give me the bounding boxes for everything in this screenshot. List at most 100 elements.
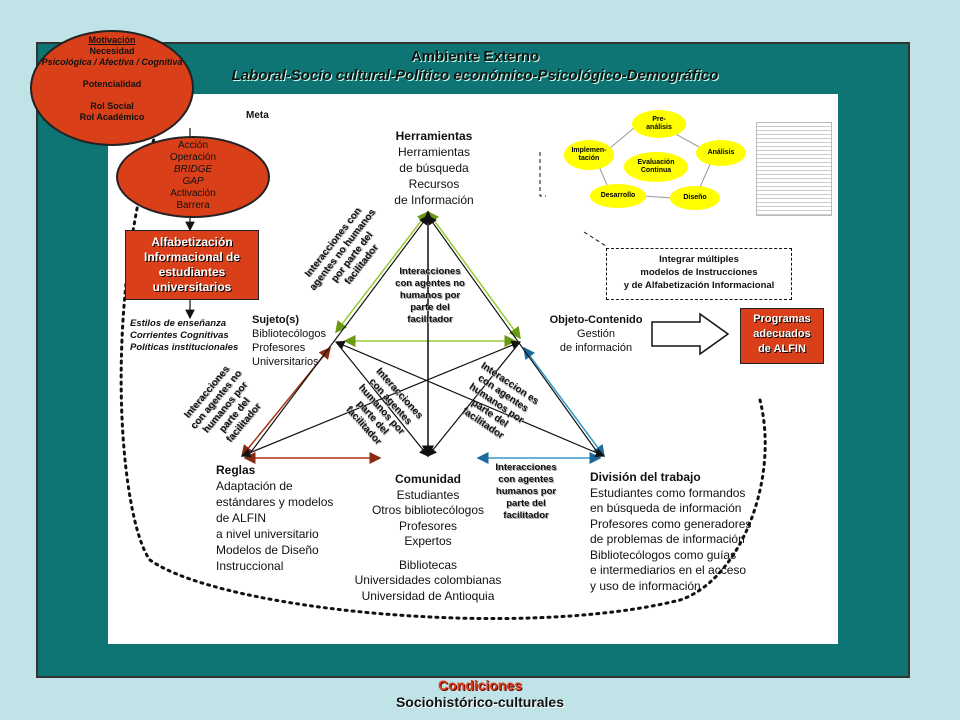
rules-line: a nivel universitario — [216, 527, 319, 541]
community-line — [340, 550, 516, 558]
tools-line: de Información — [394, 193, 474, 207]
motivation-line: Psicológica / Afectiva / Cognitiva — [41, 57, 183, 67]
rules-line: Instruccional — [216, 559, 284, 573]
interaction-line: Interacciones — [399, 266, 461, 277]
motivation-line — [32, 90, 192, 101]
object-line: de información — [559, 342, 633, 354]
alfin-line: Alfabetización — [151, 235, 233, 249]
alfin-line: universitarios — [152, 280, 232, 294]
cycle-node-label: Diseño — [683, 194, 707, 201]
object-title: Objeto-Contenido — [549, 314, 643, 326]
styles-block: Estilos de enseñanza Corrientes Cognitiv… — [130, 318, 238, 354]
motivation-line: Rol Social — [90, 101, 134, 111]
subject-line: Profesores — [252, 342, 306, 354]
models-table-thumbnail — [756, 122, 832, 216]
rules-block: Reglas Adaptación de estándares y modelo… — [216, 462, 333, 574]
cycle-node-label: Implemen- tación — [571, 147, 607, 162]
subject-title: Sujeto(s) — [252, 314, 300, 326]
interaction-line: con agentes — [498, 474, 554, 485]
division-line: Bibliotecólogos como guías — [590, 547, 737, 562]
integrate-models-box: Integrar múltiples modelos de Instruccio… — [606, 248, 792, 300]
cycle-node-evaluation: Evaluación Continua — [624, 152, 688, 182]
interaction-human-bottom: Interacciones con agentes humanos por pa… — [486, 462, 566, 522]
object-block: Objeto-Contenido Gestión de información — [540, 313, 652, 355]
footer-line1: Condiciones — [437, 677, 522, 693]
division-title: División del trabajo — [590, 470, 701, 484]
programs-line: adecuados — [753, 328, 811, 340]
header-title: Ambiente Externo — [410, 48, 540, 65]
subject-block: Sujeto(s) Bibliotecólogos Profesores Uni… — [252, 313, 326, 369]
community-line: Otros bibliotecólogos — [371, 503, 485, 517]
interaction-line: humanos por — [495, 486, 557, 497]
tools-block: Herramientas Herramientas de búsqueda Re… — [374, 128, 494, 208]
action-line: Barrera — [176, 200, 210, 211]
motivation-line: Potencialidad — [82, 79, 142, 89]
rules-title: Reglas — [216, 463, 256, 477]
footer-line2: Sociohistórico-culturales — [395, 694, 565, 710]
interaction-line: Interacciones — [495, 462, 557, 473]
cycle-node-label: Pre- análisis — [646, 116, 672, 131]
footer: Condiciones Sociohistórico-culturales — [330, 677, 630, 711]
header-subtitle: Laboral-Socio cultural-Político económic… — [231, 67, 719, 84]
cycle-node-label: Desarrollo — [600, 192, 636, 199]
action-line: GAP — [182, 176, 204, 187]
division-line: y uso de información — [590, 578, 701, 593]
cycle-node-label: Análisis — [707, 149, 735, 156]
subject-line: Universitarios — [252, 356, 319, 368]
instructional-design-cycle: Pre- análisis Análisis Diseño Desarrollo… — [560, 108, 750, 212]
division-block: División del trabajo Estudiantes como fo… — [590, 470, 751, 594]
programs-box: Programas adecuados de ALFIN — [740, 308, 824, 364]
community-line: Universidades colombianas — [354, 573, 502, 587]
subject-line: Bibliotecólogos — [252, 328, 326, 340]
division-line: Estudiantes como formandos — [590, 485, 746, 500]
integrate-line: modelos de Instrucciones — [640, 267, 758, 278]
interaction-line: con agentes no — [395, 278, 465, 289]
motivation-ellipse: Motivación Necesidad Psicológica / Afect… — [30, 30, 194, 146]
division-line: e intermediarios en el acceso — [590, 563, 747, 577]
programs-line: de ALFIN — [758, 343, 806, 355]
action-line: Activación — [170, 188, 216, 199]
cycle-node-implementation: Implemen- tación — [564, 140, 614, 170]
action-ellipse: Acción Operación BRIDGE GAP Activación B… — [116, 136, 270, 218]
cycle-node-development: Desarrollo — [590, 184, 646, 208]
rules-line: de ALFIN — [216, 511, 267, 525]
cycle-node-analysis: Análisis — [696, 140, 746, 166]
meta-label: Meta — [246, 110, 269, 121]
interaction-line: facilitador — [407, 314, 453, 325]
motivation-line — [32, 68, 192, 79]
integrate-line: y de Alfabetización Informacional — [623, 280, 775, 291]
rules-line: estándares y modelos — [216, 495, 334, 509]
interaction-line: parte del — [506, 498, 546, 509]
interaction-line: facilitador — [503, 510, 549, 521]
division-line: de problemas de información — [590, 532, 745, 546]
styles-line: Políticas institucionales — [130, 342, 239, 353]
interaction-line: parte del — [410, 302, 450, 313]
community-line: Bibliotecas — [398, 557, 458, 572]
rules-line: Adaptación de — [216, 479, 293, 493]
community-title: Comunidad — [395, 472, 461, 486]
interaction-nonhuman-center: Interacciones con agentes no humanos por… — [380, 266, 480, 326]
community-line: Profesores — [398, 518, 458, 533]
styles-line: Corrientes Cognitivas — [130, 330, 229, 341]
community-line: Universidad de Antioquia — [361, 588, 495, 603]
division-line: en búsqueda de información — [590, 501, 742, 515]
tools-line: Herramientas — [397, 145, 471, 159]
interaction-line: humanos por — [399, 290, 461, 301]
community-line: Expertos — [404, 534, 452, 548]
alfin-line: estudiantes — [158, 265, 226, 279]
action-line: Operación — [169, 152, 217, 163]
division-line: Profesores como generadores — [590, 516, 752, 531]
motivation-line: Necesidad — [89, 46, 135, 56]
alfin-line: Informacional de — [143, 250, 241, 264]
alfin-box: Alfabetización Informacional de estudian… — [125, 230, 259, 300]
cycle-node-preanalysis: Pre- análisis — [632, 110, 686, 138]
styles-line: Estilos de enseñanza — [130, 318, 227, 329]
action-line: Acción — [177, 140, 208, 151]
object-line: Gestión — [577, 328, 615, 340]
community-block: Comunidad Estudiantes Otros bibliotecólo… — [340, 472, 516, 604]
motivation-line: Rol Académico — [79, 112, 145, 122]
action-line: BRIDGE — [173, 164, 213, 175]
cycle-node-label: Evaluación Continua — [637, 159, 675, 174]
rules-line: Modelos de Diseño — [216, 543, 319, 557]
